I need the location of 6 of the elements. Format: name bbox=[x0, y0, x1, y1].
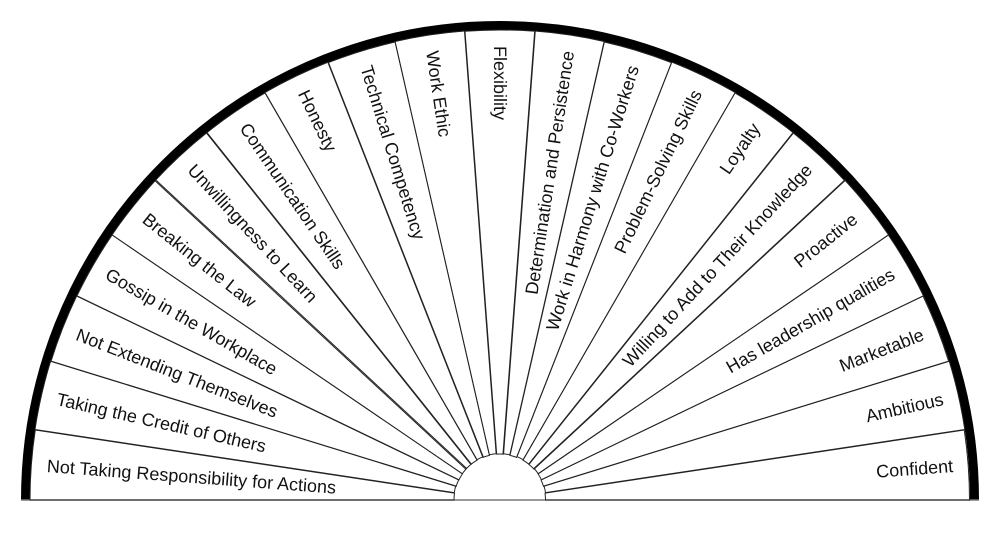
chart-sector bbox=[545, 430, 970, 500]
sector-label: Flexibility bbox=[490, 46, 510, 120]
sector-label: Work Ethic bbox=[422, 50, 456, 138]
sector-label: Not Taking Responsibility for Actions bbox=[46, 456, 338, 498]
sector-label: Confident bbox=[875, 456, 954, 482]
sector-label: Ambitious bbox=[863, 389, 945, 426]
